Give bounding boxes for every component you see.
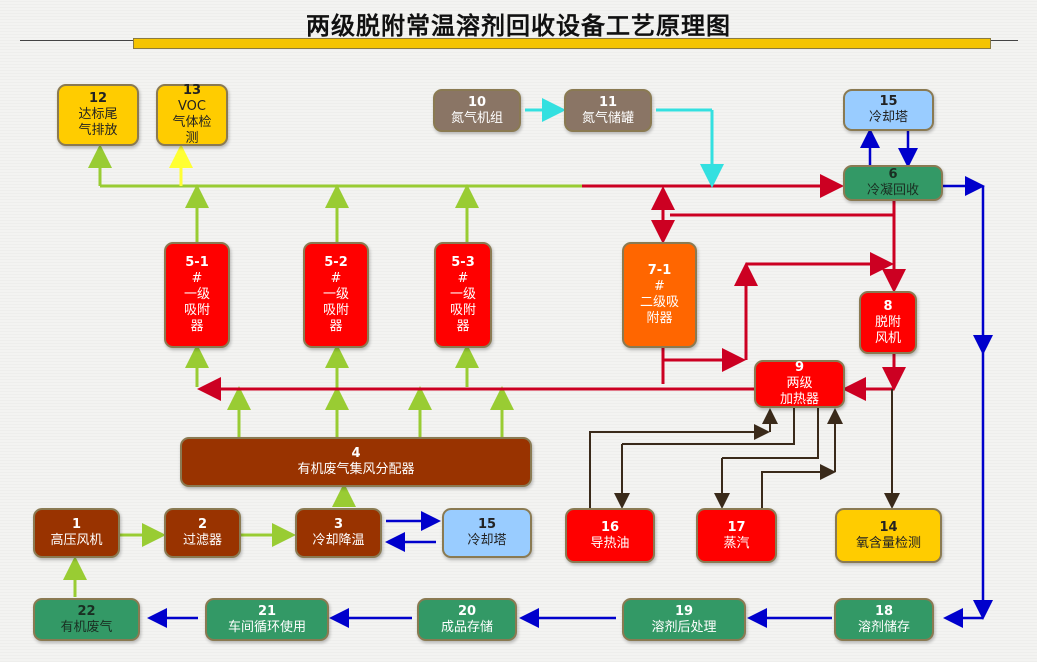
node-label: 有机废气 xyxy=(60,619,113,635)
node-21-workshop-reuse[interactable]: 21 车间循环使用 xyxy=(205,598,329,641)
node-16-thermal-oil[interactable]: 16 导热油 xyxy=(565,508,655,563)
node-13-voc-detection[interactable]: 13 VOC 气体检 测 xyxy=(156,83,228,146)
node-label: 溶剂储存 xyxy=(857,619,910,635)
node-label: 车间循环使用 xyxy=(227,619,306,635)
17-return-line xyxy=(722,408,819,459)
node-number: 5-1 xyxy=(185,255,209,270)
node-10-nitrogen-unit[interactable]: 10 氮气机组 xyxy=(433,89,521,132)
node-3-cooling[interactable]: 3 冷却降温 xyxy=(295,508,382,558)
node-label: 高压风机 xyxy=(50,533,103,548)
node-label: 氧含量检测 xyxy=(855,535,921,551)
node-number: 5-2 xyxy=(324,255,348,270)
node-number: 18 xyxy=(874,603,894,619)
node-12-exhaust-discharge[interactable]: 12 达标尾 气排放 xyxy=(57,84,139,146)
node-label: 脱附 风机 xyxy=(874,314,901,346)
node-2-filter[interactable]: 2 过滤器 xyxy=(164,508,241,558)
node-number: 14 xyxy=(879,519,898,535)
heat-lines xyxy=(589,389,900,509)
node-5-3-primary-adsorber[interactable]: 5-3 # 一级 吸附 器 xyxy=(434,242,492,348)
node-15-cooling-tower-top[interactable]: 15 冷却塔 xyxy=(843,89,934,131)
node-number: 20 xyxy=(457,603,477,619)
node-label: 两级 加热器 xyxy=(779,376,819,407)
node-label: 蒸汽 xyxy=(723,535,750,551)
node-number: 13 xyxy=(182,83,202,98)
node-label: 冷却塔 xyxy=(467,533,507,548)
node-number: 2 xyxy=(197,517,208,532)
node-number: 15 xyxy=(879,94,898,109)
node-number: 4 xyxy=(351,446,361,461)
node-number: 11 xyxy=(598,94,618,110)
node-label: # 一级 吸附 器 xyxy=(322,271,349,334)
node-5-1-primary-adsorber[interactable]: 5-1 # 一级 吸附 器 xyxy=(164,242,230,348)
node-label: 冷凝回收 xyxy=(866,183,919,198)
node-label: # 一级 吸附 器 xyxy=(183,271,210,334)
nitrogen-lines xyxy=(525,98,724,188)
diagram-title: 两级脱附常温溶剂回收设备工艺原理图 xyxy=(306,11,731,40)
node-11-nitrogen-tank[interactable]: 11 氮气储罐 xyxy=(564,89,652,132)
node-number: 5-3 xyxy=(451,255,475,270)
solvent-lines xyxy=(147,128,993,628)
node-number: 6 xyxy=(888,167,898,182)
16-return-line xyxy=(622,408,795,445)
node-number: 21 xyxy=(257,603,277,619)
node-5-2-primary-adsorber[interactable]: 5-2 # 一级 吸附 器 xyxy=(303,242,369,348)
node-label: 溶剂后处理 xyxy=(651,619,717,635)
node-7-1-secondary-adsorber[interactable]: 7-1 # 二级吸 附器 xyxy=(622,242,697,348)
node-label: 导热油 xyxy=(590,535,630,551)
node-label: # 一级 吸附 器 xyxy=(449,271,476,334)
node-22-organic-waste-gas[interactable]: 22 有机废气 xyxy=(33,598,140,641)
node-6-condensing-recovery[interactable]: 6 冷凝回收 xyxy=(843,165,943,201)
node-number: 15 xyxy=(477,517,497,532)
16-supply-line xyxy=(589,424,770,508)
node-1-high-pressure-fan[interactable]: 1 高压风机 xyxy=(33,508,120,558)
node-label: 氮气储罐 xyxy=(581,110,634,126)
node-number: 9 xyxy=(794,360,805,375)
node-number: 22 xyxy=(77,603,96,619)
node-14-oxygen-detection[interactable]: 14 氧含量检测 xyxy=(835,508,942,563)
17-supply-line xyxy=(761,464,836,508)
node-15-cooling-tower-bottom[interactable]: 15 冷却塔 xyxy=(442,508,532,558)
node-number: 12 xyxy=(88,91,108,106)
node-9-two-stage-heater[interactable]: 9 两级 加热器 xyxy=(754,360,845,408)
node-label: 冷却降温 xyxy=(312,533,365,548)
node-label: 过滤器 xyxy=(182,533,222,548)
node-17-steam[interactable]: 17 蒸汽 xyxy=(696,508,777,563)
node-label: 冷却塔 xyxy=(868,110,908,125)
title-gold-bar xyxy=(133,38,991,49)
node-8-desorption-fan[interactable]: 8 脱附 风机 xyxy=(859,291,917,354)
node-number: 19 xyxy=(674,603,694,619)
node-number: 1 xyxy=(71,517,82,532)
node-label: 有机废气集风分配器 xyxy=(297,462,415,477)
node-label: # 二级吸 附器 xyxy=(639,279,679,326)
node-19-solvent-post-treatment[interactable]: 19 溶剂后处理 xyxy=(622,598,746,641)
node-number: 10 xyxy=(467,94,487,110)
node-18-solvent-storage[interactable]: 18 溶剂储存 xyxy=(834,598,934,641)
node-label: 成品存储 xyxy=(440,619,493,635)
node-label: 达标尾 气排放 xyxy=(78,107,118,138)
node-number: 7-1 xyxy=(647,263,672,278)
node-number: 8 xyxy=(883,298,893,314)
node-number: 17 xyxy=(727,519,746,535)
node-20-product-storage[interactable]: 20 成品存储 xyxy=(417,598,517,641)
desorption-lines xyxy=(197,174,906,401)
node-number: 3 xyxy=(333,517,344,532)
node-label: 氮气机组 xyxy=(450,110,503,126)
node-number: 16 xyxy=(600,519,620,535)
node-label: VOC 气体检 测 xyxy=(172,99,212,146)
node-4-distributor[interactable]: 4 有机废气集风分配器 xyxy=(180,437,532,487)
